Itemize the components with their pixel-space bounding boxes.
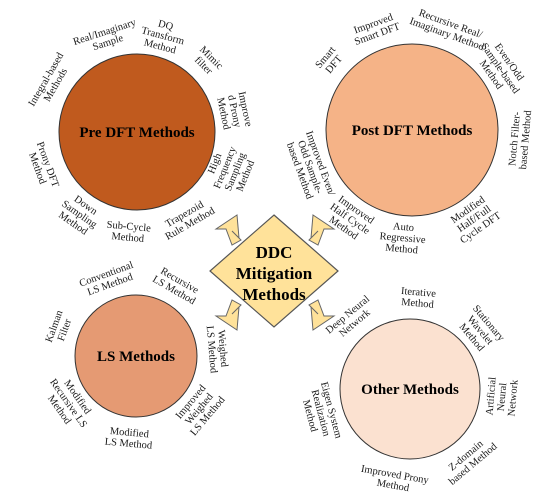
pre-dft-method-label: Prony DFTMethod	[24, 140, 61, 193]
ls-method-label: WeighedLS Method	[204, 324, 230, 374]
post-dft-method-label: Notch Filter-based Method	[507, 108, 534, 170]
center-diamond	[209, 214, 339, 328]
pre-dft-method-label: Mimicfilter	[189, 44, 225, 80]
pre-dft-method-label: HighFrequencySamplingMethod	[202, 140, 260, 198]
pre-dft-method-label-line: DQ	[157, 18, 175, 33]
center-title-line-3: Methods	[242, 285, 306, 304]
post-dft-circle	[325, 43, 499, 217]
other-method-label: IterativeMethod	[400, 286, 437, 311]
connector-arrows	[214, 214, 336, 331]
ls-method-label-line: Modified	[109, 426, 150, 440]
ls-method-label: KalmanFilter	[44, 308, 76, 347]
pre-dft-circle	[58, 53, 216, 211]
other-method-label-line: Neural	[496, 382, 509, 411]
pre-dft-method-label: Improved PronyMethod	[214, 91, 254, 133]
center-title-line-2: Mitigation	[236, 264, 313, 283]
ls-method-label: ConventionalLS Method	[78, 260, 139, 300]
pre-dft-method-label-line: Method	[111, 231, 145, 245]
other-circle	[339, 318, 481, 460]
post-dft-method-label: AutoRegressiveMethod	[378, 220, 427, 257]
center-title-line-1: DDC	[256, 243, 293, 262]
other-method-label-line: Iterative	[400, 286, 436, 300]
post-dft-method-label-line: Auto	[393, 221, 415, 234]
ls-method-label-line: LS Method	[104, 437, 153, 452]
cluster-pre-dft: Pre DFT Methods Real/ImaginarySampleDQTr…	[24, 15, 260, 246]
pre-dft-method-label-line: Sub-Cycle	[106, 220, 151, 235]
pre-dft-method-label: Real/ImaginarySample	[72, 17, 142, 58]
arrow-to-other	[308, 299, 336, 331]
pre-dft-method-label: DQTransformMethod	[137, 15, 188, 58]
arrow-to-pre-dft	[214, 214, 242, 246]
pre-dft-method-label: Sub-CycleMethod	[105, 220, 151, 246]
ls-method-label-line: LS Method	[204, 325, 219, 374]
other-title: Other Methods	[361, 382, 459, 398]
other-method-label: Improved PronyMethod	[358, 464, 430, 498]
post-dft-method-label: ModifiedHalf/FullCycle DFT	[446, 192, 504, 246]
ls-circle	[74, 294, 198, 418]
other-method-label-line: Method	[401, 297, 435, 311]
ls-method-label: ModifiedLS Method	[104, 426, 154, 452]
post-dft-method-label-line: Regressive	[379, 231, 426, 246]
ls-method-label-line: Weighed	[215, 330, 229, 369]
other-method-label-line: Artificial	[484, 376, 498, 415]
post-dft-method-label: ImprovedSmart DFT	[349, 11, 402, 48]
post-dft-method-label-line: Method	[385, 243, 419, 257]
post-dft-method-label-line: Notch Filter-	[507, 111, 523, 167]
other-method-label: Eigen SystemRealizationMethod	[297, 381, 344, 446]
post-dft-method-label-line: based Method	[518, 109, 534, 170]
arrow-to-ls	[214, 299, 242, 331]
center-node: DDC Mitigation Methods	[209, 214, 339, 328]
arrow-to-post-dft	[308, 214, 336, 246]
post-dft-method-label: SmartDFT	[314, 45, 347, 78]
other-method-label-line: Network	[506, 379, 520, 417]
pre-dft-title: Pre DFT Methods	[79, 125, 194, 141]
other-method-label: ArtificialNeuralNetwork	[484, 376, 520, 417]
post-dft-title: Post DFT Methods	[352, 123, 473, 139]
ls-title: LS Methods	[97, 349, 175, 365]
